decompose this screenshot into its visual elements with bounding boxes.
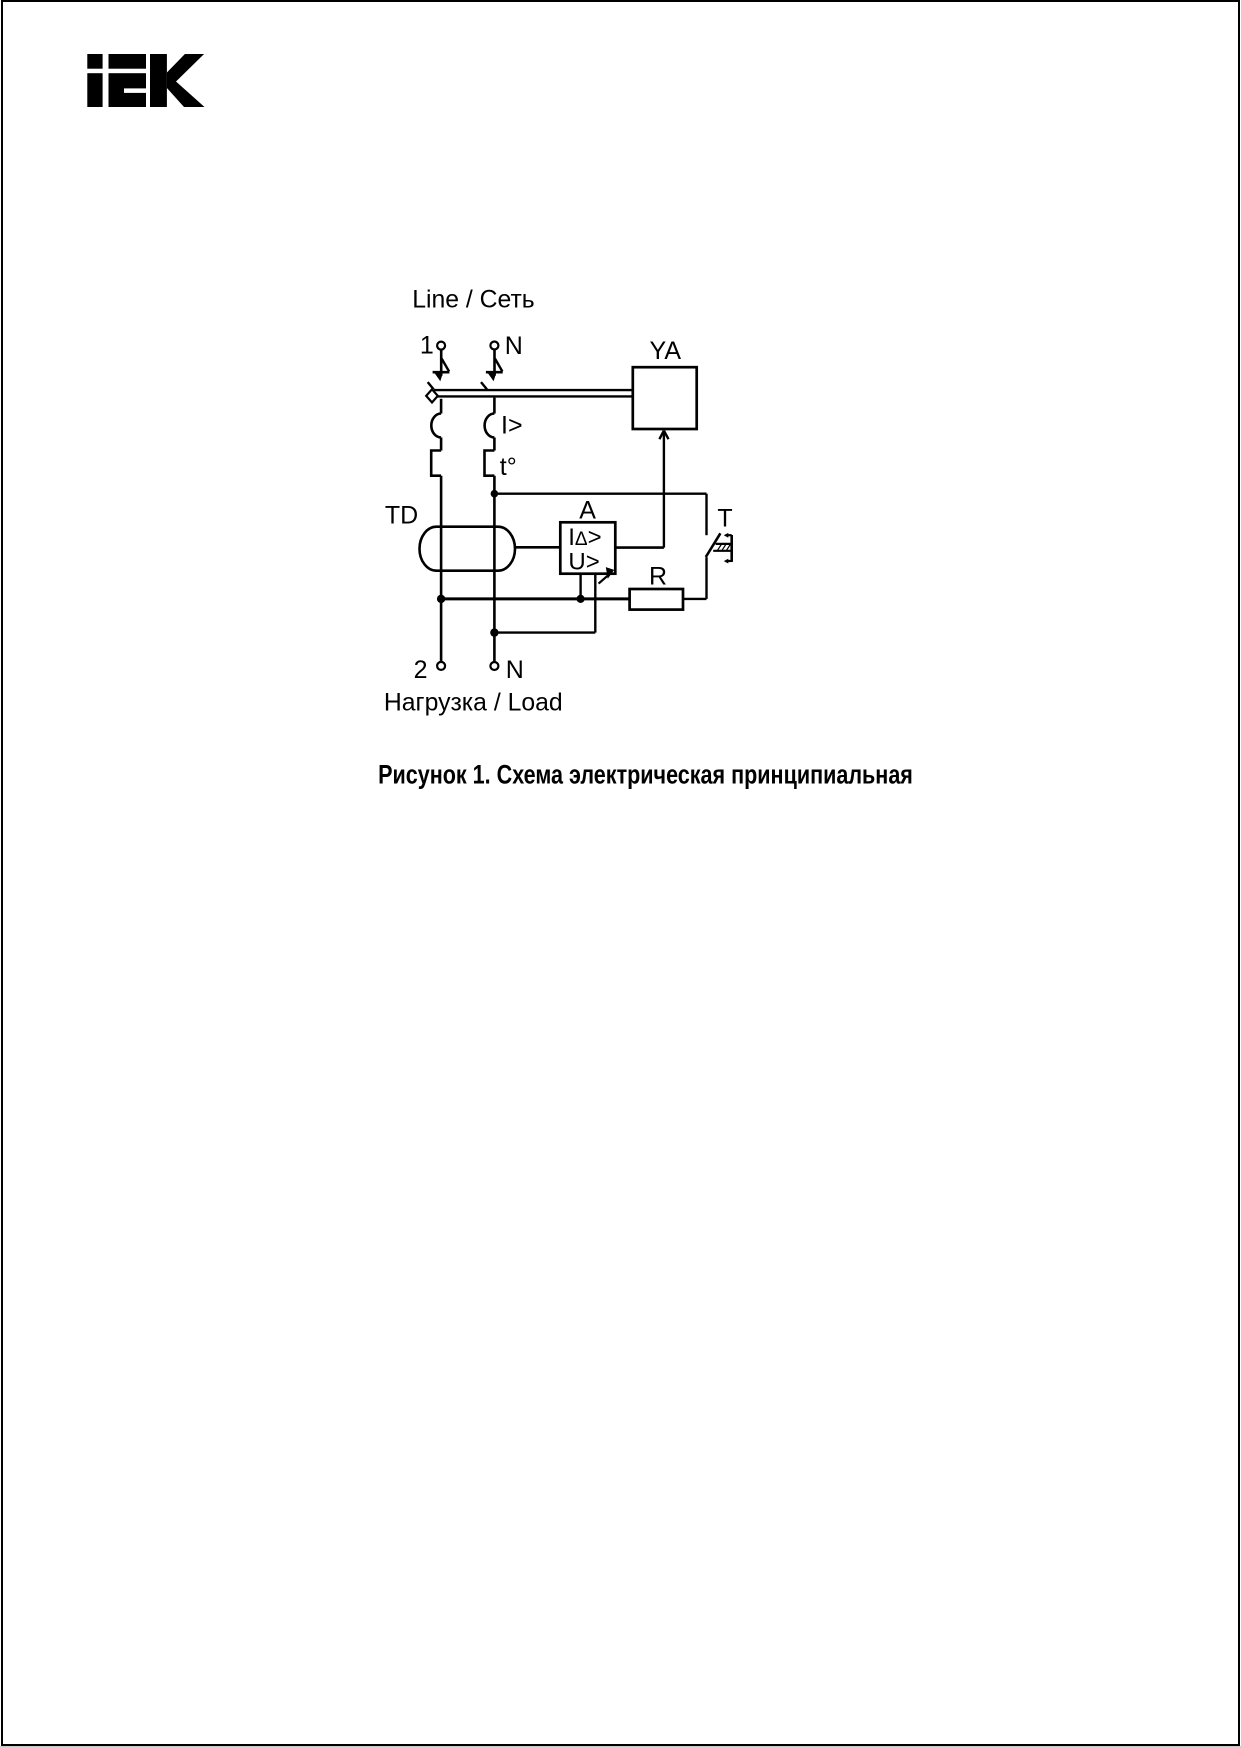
svg-text:Нагрузка / Load: Нагрузка / Load: [384, 689, 563, 717]
svg-text:R: R: [649, 562, 667, 590]
svg-text:T: T: [717, 504, 732, 532]
svg-text:Line / Сеть: Line / Сеть: [412, 285, 535, 313]
svg-text:I>: I>: [501, 412, 523, 440]
svg-text:1: 1: [420, 332, 434, 360]
svg-text:N: N: [505, 332, 523, 360]
svg-text:U>: U>: [568, 548, 599, 575]
svg-text:Рисунок 1. Схема электрическая: Рисунок 1. Схема электрическая принципиа…: [378, 759, 913, 789]
svg-text:YA: YA: [650, 337, 682, 365]
svg-text:IΔ>: IΔ>: [568, 524, 601, 551]
svg-text:t°: t°: [500, 453, 517, 481]
svg-text:TD: TD: [385, 501, 418, 529]
svg-text:2: 2: [414, 656, 428, 684]
svg-text:A: A: [579, 497, 596, 525]
svg-text:N: N: [506, 656, 524, 684]
